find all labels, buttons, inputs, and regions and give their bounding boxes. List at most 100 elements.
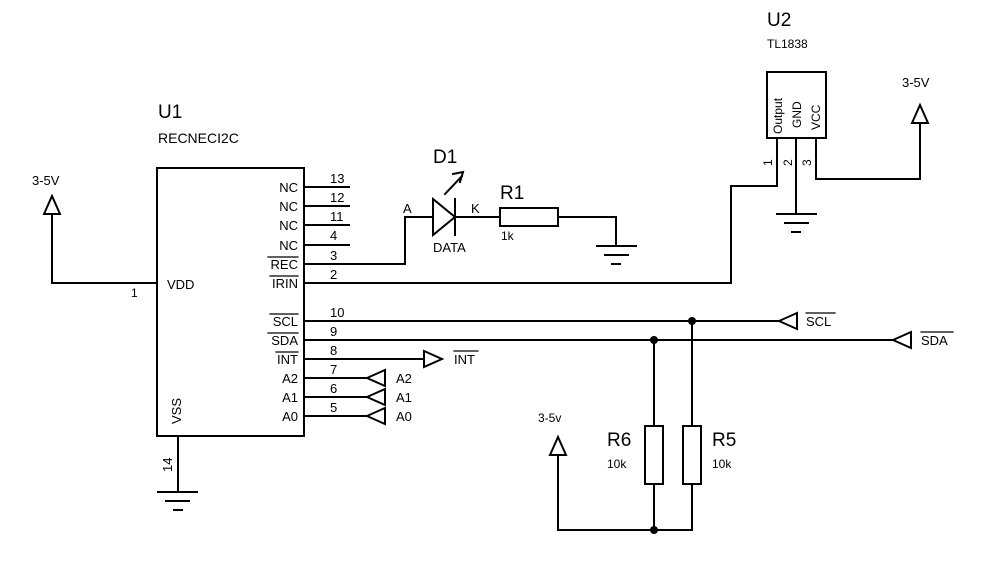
a1-port-label: A1 xyxy=(396,390,412,405)
u1-pin-6: A1 6 xyxy=(282,381,350,405)
a2-net: A2 xyxy=(348,368,412,388)
scl-net: SCL xyxy=(348,311,836,331)
pin-label: NC xyxy=(279,180,298,195)
r5-ref: R5 xyxy=(712,430,736,451)
pin-label: SDA xyxy=(271,333,298,348)
diode-triangle xyxy=(432,196,457,238)
port-arrow-icon xyxy=(364,406,386,426)
r5-resistor: R5 10k xyxy=(682,320,736,531)
pin-number: 4 xyxy=(330,228,337,243)
u1-pin-2: IRIN 2 xyxy=(269,267,350,291)
port-arrow-icon xyxy=(890,330,912,350)
d1-ref: D1 xyxy=(433,147,457,168)
u1-vdd-label: VDD xyxy=(167,277,194,292)
d1-anode: A xyxy=(403,201,412,216)
u2-pin-number: 3 xyxy=(800,159,814,166)
junction-dot xyxy=(650,526,658,534)
port-arrow-icon xyxy=(364,387,386,407)
port-arrow-icon xyxy=(423,349,445,369)
r1-body xyxy=(499,207,559,227)
u1-pin-13: NC 13 xyxy=(279,171,350,195)
pin-label: SCL xyxy=(273,314,298,329)
pin-label: REC xyxy=(271,257,298,272)
u1-vdd-pin: 1 xyxy=(131,286,138,300)
u1-ground-net xyxy=(157,435,198,511)
pin-number: 3 xyxy=(330,248,337,263)
r1-ref: R1 xyxy=(500,183,524,204)
r6-body xyxy=(644,425,664,485)
a0-port-label: A0 xyxy=(396,409,412,424)
u1-power-label: 3-5V xyxy=(32,173,60,188)
pin-number: 2 xyxy=(330,267,337,282)
u1-ref: U1 xyxy=(158,102,182,123)
d1-led: D1 DATA A K xyxy=(348,147,501,265)
pin-number: 5 xyxy=(330,400,337,415)
a1-net: A1 xyxy=(348,387,412,407)
u1-pin-8: INT 8 xyxy=(275,343,350,367)
pin-label: NC xyxy=(279,199,298,214)
pullup-power-label: 3-5v xyxy=(538,411,561,425)
pin-number: 13 xyxy=(330,171,344,186)
u1-pin-10: SCL 10 xyxy=(269,305,350,329)
u1-pin-11: NC 11 xyxy=(279,209,350,233)
a0-net: A0 xyxy=(348,406,412,426)
u1-body xyxy=(156,167,305,437)
power-arrow-icon xyxy=(910,102,930,124)
u1-pin-5: A0 5 xyxy=(282,400,350,424)
u1-pin-7: A2 7 xyxy=(282,362,350,386)
pin-number: 7 xyxy=(330,362,337,377)
u2-part: TL1838 xyxy=(767,37,808,51)
u2-pin-label: Output xyxy=(771,97,785,134)
u1-vss-label: VSS xyxy=(169,398,184,424)
sda-net: SDA xyxy=(348,330,954,350)
pin-number: 8 xyxy=(330,343,337,358)
u1-pin-12: NC 12 xyxy=(279,190,350,214)
pin-label: NC xyxy=(279,238,298,253)
pin-number: 9 xyxy=(330,324,337,339)
u1-power-net: 3-5V xyxy=(32,173,158,284)
int-net: INT xyxy=(348,349,479,369)
power-arrow-icon xyxy=(548,434,568,456)
port-arrow-icon xyxy=(776,311,798,331)
u1-chip: U1 RECNECI2C VDD VSS 1 14 NC 13 NC 12 NC… xyxy=(131,102,350,472)
pin-label: IRIN xyxy=(272,276,298,291)
u2-pin-number: 2 xyxy=(781,159,795,166)
int-port-label: INT xyxy=(454,352,475,367)
r5-body xyxy=(682,425,702,485)
u2-pin-number: 1 xyxy=(761,159,775,166)
pin-number: 12 xyxy=(330,190,344,205)
u1-pin-4: NC 4 xyxy=(279,228,350,253)
u2-pin-label: VCC xyxy=(809,104,823,130)
pin-number: 11 xyxy=(330,209,344,224)
pin-label: NC xyxy=(279,218,298,233)
pin-number: 6 xyxy=(330,381,337,396)
r1-resistor: R1 1k xyxy=(499,183,637,265)
pin-number: 10 xyxy=(330,305,344,320)
a2-port-label: A2 xyxy=(396,371,412,386)
d1-cathode: K xyxy=(471,201,480,216)
u2-power-label: 3-5V xyxy=(902,75,930,90)
sda-port-label: SDA xyxy=(921,333,948,348)
u2-ref: U2 xyxy=(767,10,791,31)
pin-label: INT xyxy=(277,352,298,367)
r6-ref: R6 xyxy=(607,430,631,451)
pin-label: A1 xyxy=(282,390,298,405)
u1-vss-pin: 14 xyxy=(160,458,175,472)
led-light-icon xyxy=(443,174,464,196)
scl-port-label: SCL xyxy=(806,314,831,329)
pullup-power-net: 3-5v xyxy=(538,411,693,534)
pin-label: A0 xyxy=(282,409,298,424)
r6-resistor: R6 10k xyxy=(607,339,664,531)
power-arrow-icon xyxy=(42,193,62,215)
r5-value: 10k xyxy=(712,457,732,471)
r6-value: 10k xyxy=(607,457,627,471)
u1-pin-9: SDA 9 xyxy=(267,324,350,348)
port-arrow-icon xyxy=(364,368,386,388)
u1-part: RECNECI2C xyxy=(158,130,239,146)
r1-value: 1k xyxy=(501,229,515,243)
u1-pin-3: REC 3 xyxy=(267,248,350,272)
u2-pin-label: GND xyxy=(790,101,804,128)
u2-ir-receiver: U2 TL1838 Output GND VCC 1 2 3 3-5V xyxy=(348,10,930,284)
